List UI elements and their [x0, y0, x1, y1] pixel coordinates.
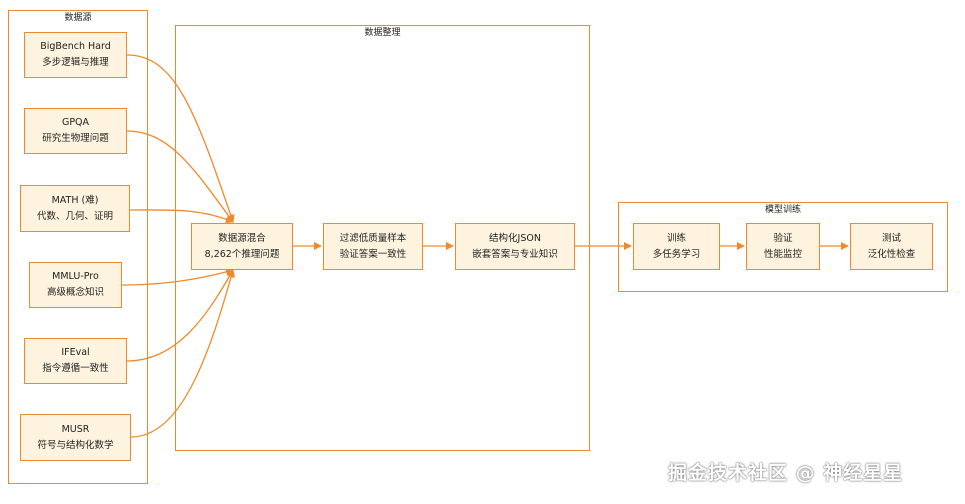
- node-label: IFEval: [61, 347, 90, 358]
- filter-node: 过滤低质量样本 验证答案一致性: [323, 223, 423, 270]
- curation-group-title: 数据整理: [364, 28, 401, 38]
- source-gpqa: GPQA 研究生物理问题: [24, 108, 127, 154]
- node-sublabel: 泛化性检查: [867, 248, 916, 260]
- node-sublabel: 验证答案一致性: [339, 248, 407, 260]
- node-label: 数据源混合: [218, 232, 266, 244]
- node-sublabel: 代数、几何、证明: [36, 210, 113, 222]
- node-label: 训练: [666, 232, 686, 244]
- node-sublabel: 多步逻辑与推理: [42, 57, 109, 68]
- node-sublabel: 嵌套答案与专业知识: [472, 248, 558, 260]
- sources-group: 数据源: [8, 10, 148, 484]
- node-sublabel: 研究生物理问题: [42, 133, 109, 144]
- node-label: 过滤低质量样本: [339, 232, 407, 244]
- node-label: 结构化JSON: [489, 232, 541, 244]
- source-bigbench-hard: BigBench Hard 多步逻辑与推理: [24, 32, 127, 78]
- train-node: 训练 多任务学习: [633, 223, 720, 270]
- node-label: GPQA: [61, 117, 90, 128]
- curation-group: 数据整理: [175, 25, 590, 451]
- node-sublabel: 高级概念知识: [46, 287, 104, 298]
- json-node: 结构化JSON 嵌套答案与专业知识: [455, 223, 575, 270]
- source-musr: MUSR 符号与结构化数学: [20, 414, 131, 461]
- source-math: MATH (难) 代数、几何、证明: [20, 185, 130, 232]
- mix-node: 数据源混合 8,262个推理问题: [191, 223, 293, 270]
- node-sublabel: 性能监控: [763, 248, 802, 260]
- validate-node: 验证 性能监控: [746, 223, 820, 270]
- source-mmlu-pro: MMLU-Pro 高级概念知识: [29, 262, 122, 308]
- node-label: MATH (难): [51, 194, 99, 206]
- node-label: BigBench Hard: [40, 41, 111, 52]
- training-group-title: 模型训练: [764, 205, 801, 215]
- node-sublabel: 指令遵循一致性: [42, 363, 109, 374]
- watermark: 掘金技术社区 @ 神经星星: [668, 462, 904, 484]
- training-group: 模型训练: [618, 202, 948, 292]
- node-label: MMLU-Pro: [52, 271, 99, 282]
- source-ifeval: IFEval 指令遵循一致性: [24, 338, 127, 384]
- test-node: 测试 泛化性检查: [850, 223, 933, 270]
- node-label: 验证: [773, 232, 793, 244]
- node-sublabel: 符号与结构化数学: [37, 439, 114, 451]
- node-label: 测试: [881, 232, 901, 244]
- sources-group-title: 数据源: [64, 13, 92, 23]
- node-sublabel: 多任务学习: [652, 248, 701, 260]
- node-label: MUSR: [61, 423, 90, 435]
- node-sublabel: 8,262个推理问题: [204, 248, 280, 260]
